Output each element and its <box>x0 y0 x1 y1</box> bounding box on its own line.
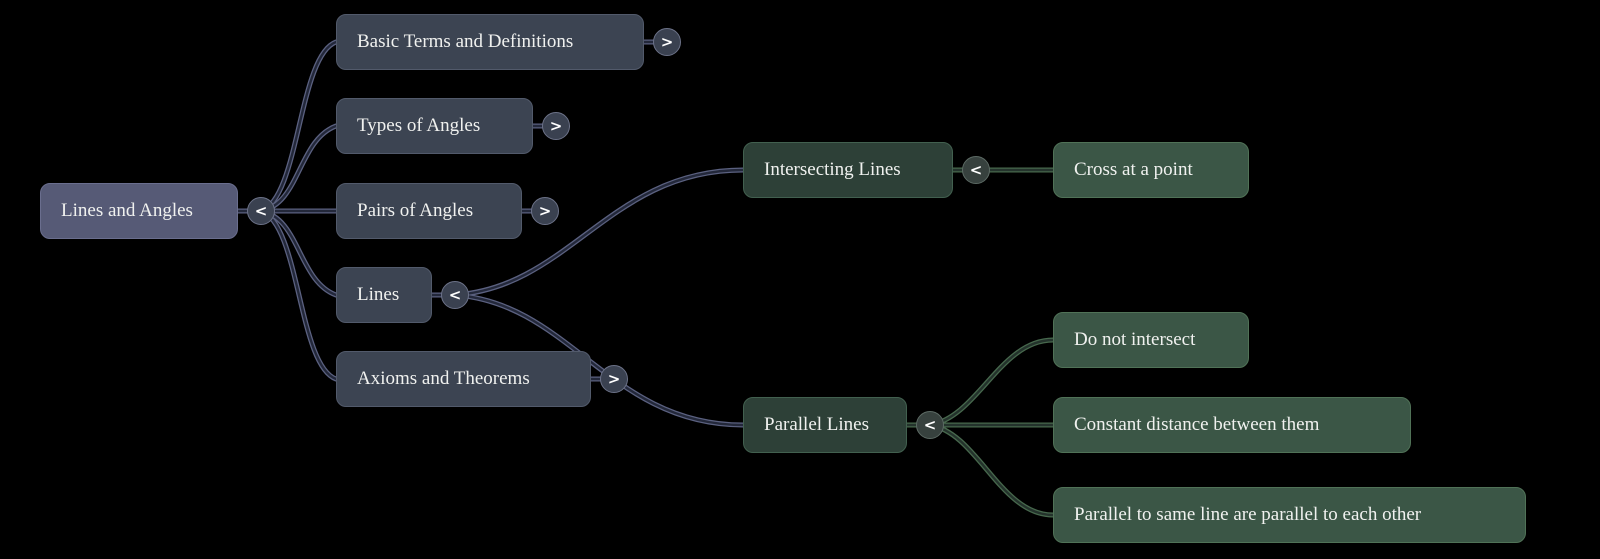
connector <box>258 208 339 382</box>
connector <box>928 423 1055 517</box>
node-label: Parallel to same line are parallel to ea… <box>1074 504 1422 525</box>
node-do-not-intersect[interactable]: Do not intersect <box>1053 312 1249 368</box>
expand-toggle-basic-terms[interactable]: > <box>653 28 681 56</box>
node-pairs-of-angles[interactable]: Pairs of Angles <box>336 183 522 239</box>
expand-toggle-axioms-and-theorems[interactable]: > <box>600 365 628 393</box>
node-label: Constant distance between them <box>1074 414 1320 435</box>
connector <box>259 209 338 297</box>
connector <box>928 338 1055 427</box>
node-label: Basic Terms and Definitions <box>357 31 574 52</box>
connector <box>259 209 338 381</box>
connector <box>259 124 338 213</box>
node-label: Do not intersect <box>1074 329 1196 350</box>
node-basic-terms-and-definitions[interactable]: Basic Terms and Definitions <box>336 14 644 70</box>
node-label: Types of Angles <box>357 115 481 136</box>
connector <box>927 422 1056 518</box>
node-intersecting-lines[interactable]: Intersecting Lines <box>743 142 953 198</box>
connector <box>258 123 339 214</box>
node-label: Lines and Angles <box>61 200 193 221</box>
expand-toggle-types-of-angles[interactable]: > <box>542 112 570 140</box>
node-parallel-lines[interactable]: Parallel Lines <box>743 397 907 453</box>
node-cross-at-a-point[interactable]: Cross at a point <box>1053 142 1249 198</box>
chevron-right-icon: > <box>538 201 552 220</box>
node-constant-distance-between-them[interactable]: Constant distance between them <box>1053 397 1411 453</box>
node-axioms-and-theorems[interactable]: Axioms and Theorems <box>336 351 591 407</box>
node-lines[interactable]: Lines <box>336 267 432 323</box>
node-label: Cross at a point <box>1074 159 1193 180</box>
node-label: Axioms and Theorems <box>357 368 530 389</box>
connector <box>259 40 338 213</box>
node-label: Parallel Lines <box>764 414 869 435</box>
node-label: Pairs of Angles <box>357 200 474 221</box>
chevron-left-icon: < <box>923 415 937 434</box>
collapse-toggle-intersecting-lines[interactable]: < <box>962 156 990 184</box>
expand-toggle-pairs-of-angles[interactable]: > <box>531 197 559 225</box>
collapse-toggle-root[interactable]: < <box>247 197 275 225</box>
chevron-right-icon: > <box>660 32 674 51</box>
collapse-toggle-lines[interactable]: < <box>441 281 469 309</box>
connector <box>258 208 339 298</box>
connector <box>927 337 1056 428</box>
node-parallel-to-same-line-are-parallel[interactable]: Parallel to same line are parallel to ea… <box>1053 487 1526 543</box>
node-types-of-angles[interactable]: Types of Angles <box>336 98 533 154</box>
chevron-right-icon: > <box>607 369 621 388</box>
node-lines-and-angles[interactable]: Lines and Angles <box>40 183 238 239</box>
chevron-right-icon: > <box>549 116 563 135</box>
chevron-left-icon: < <box>254 201 268 220</box>
chevron-left-icon: < <box>448 285 462 304</box>
collapse-toggle-parallel-lines[interactable]: < <box>916 411 944 439</box>
connector <box>258 39 339 214</box>
node-label: Lines <box>357 284 400 305</box>
green-connectors <box>904 167 1056 518</box>
node-label: Intersecting Lines <box>764 159 901 180</box>
chevron-left-icon: < <box>969 160 983 179</box>
